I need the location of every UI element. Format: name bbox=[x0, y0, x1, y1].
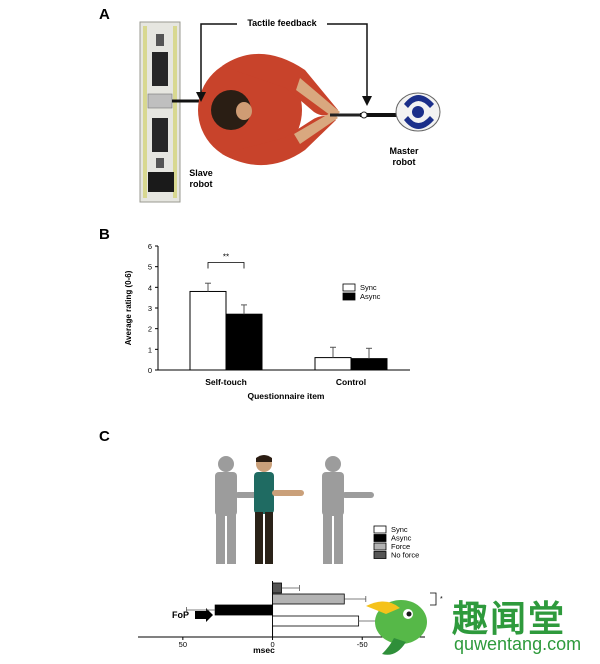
panel-letter-c: C bbox=[99, 428, 110, 445]
legend-label: Force bbox=[391, 542, 410, 551]
fop-label: FoP bbox=[172, 610, 189, 620]
slave-label-line1: Slave bbox=[189, 168, 213, 178]
x-tick-label: 0 bbox=[270, 640, 274, 649]
bar-async-0 bbox=[225, 313, 263, 371]
legend-swatch bbox=[373, 534, 387, 542]
slave-robot-image bbox=[139, 21, 206, 203]
watermark-bird-logo bbox=[366, 600, 427, 655]
legend-swatch bbox=[373, 525, 387, 534]
y-tick-label: 5 bbox=[148, 263, 152, 272]
category-label: Self-touch bbox=[205, 377, 247, 387]
panel-letter-a: A bbox=[99, 6, 110, 23]
x-axis-label-msec: msec bbox=[253, 645, 275, 655]
watermark-url: quwentang.com bbox=[454, 634, 582, 654]
bar-async-1 bbox=[214, 604, 273, 616]
y-tick-label: 1 bbox=[148, 345, 152, 354]
x-tick-label: 50 bbox=[179, 640, 187, 649]
bar-no-force-0 bbox=[272, 582, 282, 594]
x-tick-label: -50 bbox=[357, 640, 368, 649]
panel-a-illustration bbox=[139, 21, 441, 203]
master-label-line1: Master bbox=[389, 146, 419, 156]
tactile-feedback-arrow bbox=[196, 23, 372, 106]
legend-label-sync: Sync bbox=[360, 283, 377, 292]
legend-swatch-sync bbox=[342, 283, 356, 292]
colored-figure-center bbox=[254, 455, 304, 564]
gray-figure-right bbox=[322, 456, 374, 564]
participant-top-view bbox=[198, 53, 360, 166]
rating-bar-chart: Average rating (0-6) Questionnaire item … bbox=[124, 242, 410, 401]
bar-sync-1 bbox=[314, 357, 352, 371]
legend-swatch-async bbox=[342, 292, 356, 301]
y-tick-label: 0 bbox=[148, 366, 152, 375]
tactile-feedback-label: Tactile feedback bbox=[247, 18, 317, 28]
x-axis-label: Questionnaire item bbox=[248, 391, 325, 401]
y-axis-label: Average rating (0-6) bbox=[124, 270, 133, 345]
y-tick-label: 2 bbox=[148, 325, 152, 334]
significance-marker: ** bbox=[223, 253, 229, 262]
legend-swatch bbox=[373, 551, 387, 559]
significance-marker: * bbox=[440, 596, 443, 603]
bar-async-1 bbox=[350, 358, 388, 371]
y-tick-label: 4 bbox=[148, 283, 152, 292]
legend-swatch bbox=[373, 542, 387, 551]
legend-label: No force bbox=[391, 551, 419, 560]
y-tick-label: 6 bbox=[148, 242, 152, 251]
slave-robot-label: Slave robot bbox=[181, 168, 221, 190]
panel-letter-b: B bbox=[99, 226, 110, 243]
legend-label-async: Async bbox=[360, 292, 381, 301]
legend-label: Async bbox=[391, 534, 412, 543]
bar-sync-1 bbox=[272, 615, 360, 627]
master-robot-label: Master robot bbox=[382, 146, 426, 168]
slave-label-line2: robot bbox=[189, 179, 213, 189]
legend-label: Sync bbox=[391, 525, 408, 534]
y-tick-label: 3 bbox=[148, 304, 152, 313]
watermark-cn: 趣闻堂 bbox=[452, 598, 567, 639]
panel-c-figures bbox=[215, 455, 374, 564]
significance-bracket bbox=[430, 592, 437, 606]
bar-sync-0 bbox=[189, 290, 227, 371]
bar-force-0 bbox=[272, 593, 345, 605]
significance-bracket bbox=[207, 262, 245, 269]
category-label: Control bbox=[336, 377, 366, 387]
master-label-line2: robot bbox=[392, 157, 416, 167]
master-robot-image bbox=[360, 92, 441, 132]
fop-arrow-icon bbox=[195, 608, 213, 622]
